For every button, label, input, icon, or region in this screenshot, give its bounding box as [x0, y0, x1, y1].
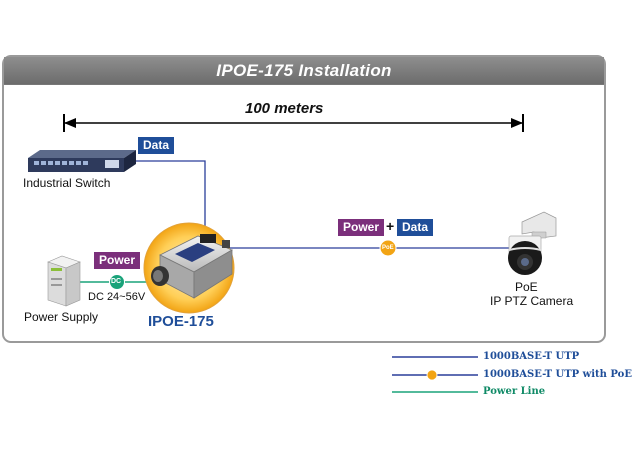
legend-utp-poe: 1000BASE-T UTP with PoE — [483, 369, 632, 380]
legend-utp: 1000BASE-T UTP — [483, 351, 580, 362]
switch-label: Industrial Switch — [23, 176, 111, 190]
distance-arrow — [63, 114, 524, 132]
camera-label-line1: PoE — [515, 280, 538, 294]
poe-badge-text: PoE — [382, 245, 394, 251]
ipoe-175-device-icon — [143, 222, 235, 314]
voltage-label: DC 24~56V — [88, 291, 146, 303]
title-bar: IPOE-175 Installation — [4, 57, 604, 85]
legend-graphics — [392, 356, 478, 393]
injector-label: IPOE-175 — [148, 313, 214, 330]
dc-badge-icon — [109, 274, 125, 290]
diagram-canvas — [28, 114, 557, 393]
dc-badge-text: DC — [111, 278, 122, 285]
camera-label-line2: IP PTZ Camera — [490, 294, 574, 308]
plus-sign: + — [386, 218, 395, 234]
industrial-switch-icon — [28, 150, 136, 172]
data-tag-right: Data — [397, 219, 434, 236]
diagram-title: IPOE-175 Installation — [216, 61, 392, 80]
ptz-camera-icon — [508, 211, 557, 275]
data-tag-top: Data — [138, 137, 175, 154]
power-supply-icon — [47, 255, 81, 307]
legend-power-line: Power Line — [483, 386, 546, 397]
installation-panel: IPOE-175 Installation — [2, 55, 606, 343]
power-tag-right: Power — [338, 219, 385, 236]
power-tag-left: Power — [94, 252, 141, 269]
power-supply-label: Power Supply — [24, 310, 99, 324]
data-line — [135, 160, 206, 236]
distance-label: 100 meters — [245, 100, 324, 117]
poe-badge-icon — [379, 239, 397, 257]
